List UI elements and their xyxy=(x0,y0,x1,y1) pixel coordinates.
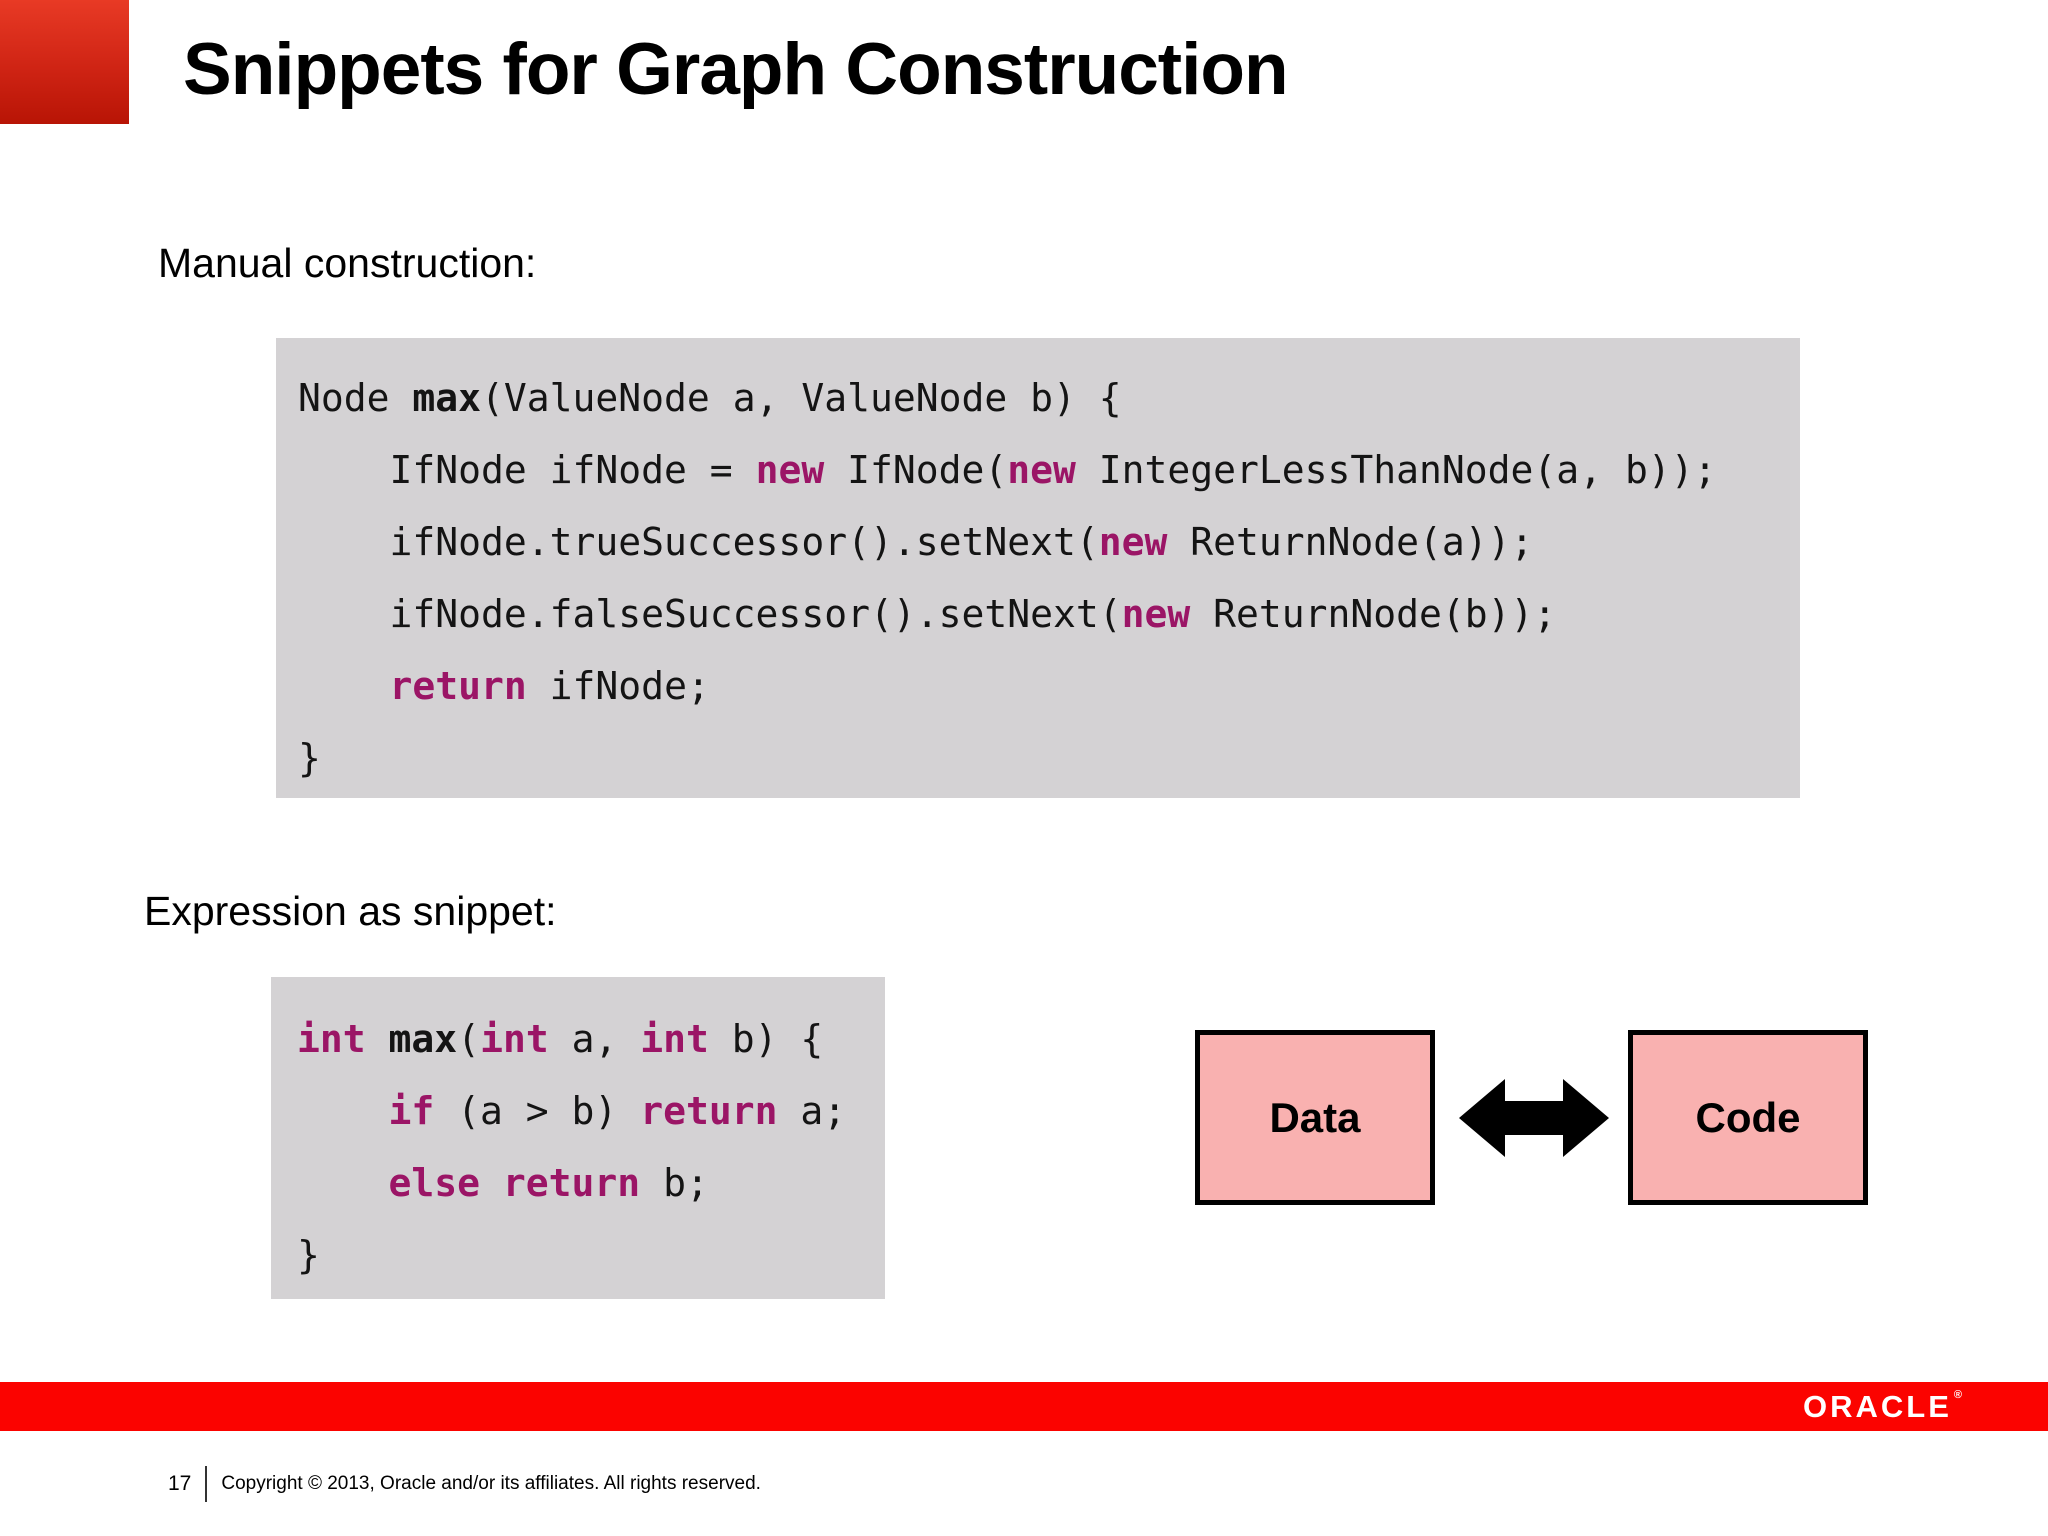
expression-snippet-label: Expression as snippet: xyxy=(144,888,557,934)
registered-mark: ® xyxy=(1953,1388,1962,1401)
data-box: Data xyxy=(1195,1030,1435,1205)
copyright-text: Copyright © 2013, Oracle and/or its affi… xyxy=(221,1473,761,1494)
data-box-label: Data xyxy=(1269,1093,1361,1141)
code-box: Code xyxy=(1628,1030,1868,1205)
slide-corner-accent xyxy=(0,0,129,124)
oracle-logo-text: ORACLE xyxy=(1803,1388,1952,1424)
code-box-label: Code xyxy=(1695,1093,1801,1141)
page-number: 17 xyxy=(168,1472,192,1495)
code-block-snippet: int max(int a, int b) { if (a > b) retur… xyxy=(271,977,885,1299)
slide-title: Snippets for Graph Construction xyxy=(183,29,1289,110)
footer-meta: 17 Copyright © 2013, Oracle and/or its a… xyxy=(168,1466,761,1502)
footer-bar: ORACLE® xyxy=(0,1382,2048,1431)
oracle-logo: ORACLE® xyxy=(1803,1389,1962,1425)
double-arrow-icon xyxy=(1459,1079,1609,1157)
footer-divider xyxy=(205,1466,208,1502)
code-block-manual: Node max(ValueNode a, ValueNode b) { IfN… xyxy=(276,338,1800,798)
manual-construction-label: Manual construction: xyxy=(158,240,537,286)
